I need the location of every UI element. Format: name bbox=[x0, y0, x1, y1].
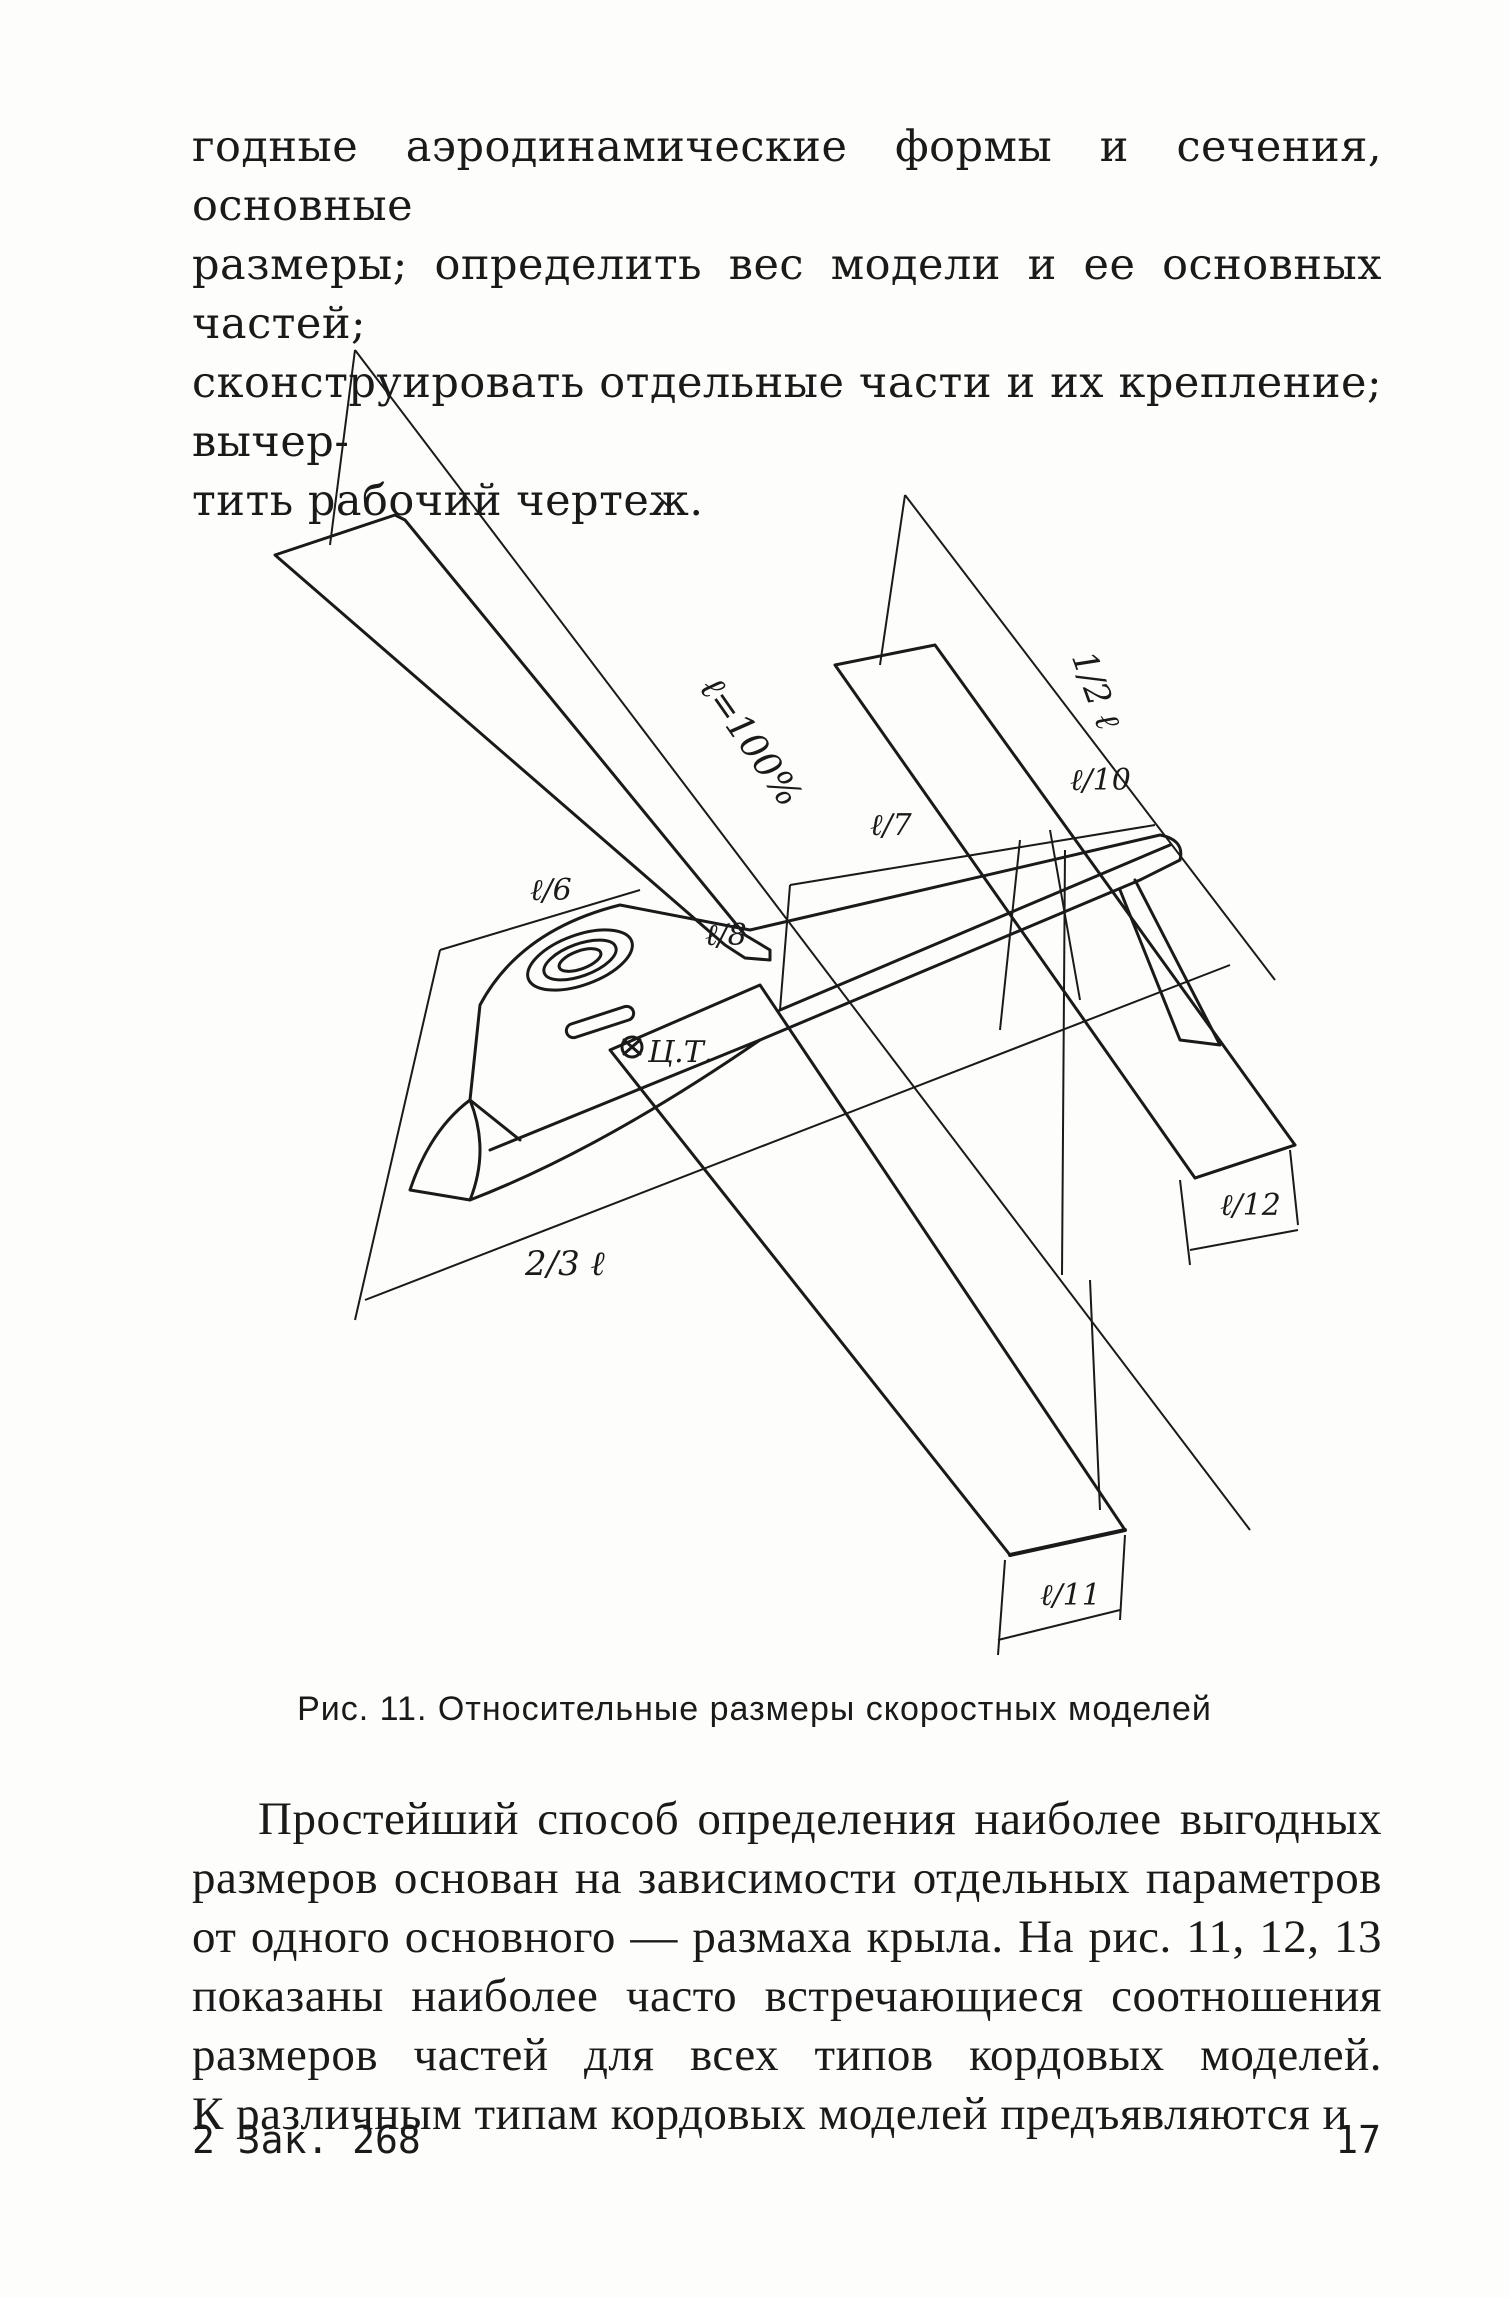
label-l10: ℓ/10 bbox=[1070, 763, 1131, 798]
airplane-dimension-drawing: ℓ=100% 1/2 ℓ ℓ/6 ℓ/7 ℓ/8 ℓ/10 ℓ/11 ℓ/12 … bbox=[273, 349, 1299, 1656]
text-line: размеры; определить вес модели и ее осно… bbox=[192, 240, 1382, 349]
label-span: ℓ=100% bbox=[691, 670, 810, 815]
label-l7: ℓ/7 bbox=[870, 808, 913, 843]
text-line: Простейший способ определения наиболее в… bbox=[258, 1793, 1382, 1845]
left-wing bbox=[273, 513, 772, 962]
bottom-paragraph: Простейший способ определения наиболее в… bbox=[192, 1790, 1382, 2144]
text-line: тить рабочий чертеж. bbox=[192, 476, 704, 526]
text-line: размеров частей для всех типов кордовых … bbox=[192, 2029, 1382, 2081]
cg-marker bbox=[620, 1035, 644, 1059]
text-line: размеров основан на зависимости отдельны… bbox=[192, 1852, 1382, 1904]
label-half-span: 1/2 ℓ bbox=[1063, 646, 1128, 735]
text-line: К различным типам кордовых моделей предъ… bbox=[192, 2088, 1349, 2140]
footer-signature: 2 Зак. 268 bbox=[192, 2118, 421, 2162]
text-line: сконструировать отдельные части и их кре… bbox=[192, 358, 1382, 467]
label-two-thirds: 2/3 ℓ bbox=[524, 1244, 605, 1284]
page-number: 17 bbox=[1335, 2118, 1381, 2162]
label-l6: ℓ/6 bbox=[530, 873, 572, 908]
label-l12: ℓ/12 bbox=[1220, 1188, 1281, 1223]
fuselage bbox=[408, 833, 1183, 1202]
top-paragraph: годные аэродинамические формы и сечения,… bbox=[192, 118, 1382, 531]
label-l8: ℓ/8 bbox=[705, 918, 747, 953]
fin bbox=[1118, 878, 1222, 1047]
text-line: показаны наиболее часто встречающиеся со… bbox=[192, 1970, 1382, 2022]
text-line: годные аэродинамические формы и сечения,… bbox=[192, 122, 1382, 231]
label-l11: ℓ/11 bbox=[1040, 1578, 1101, 1613]
label-cg: Ц.Т. bbox=[647, 1035, 713, 1070]
engine-cowl bbox=[526, 928, 634, 992]
text-line: от одного основного — размаха крыла. На … bbox=[192, 1911, 1382, 1963]
figure-caption: Рис. 11. Относительные размеры скоростны… bbox=[297, 1690, 1212, 1728]
